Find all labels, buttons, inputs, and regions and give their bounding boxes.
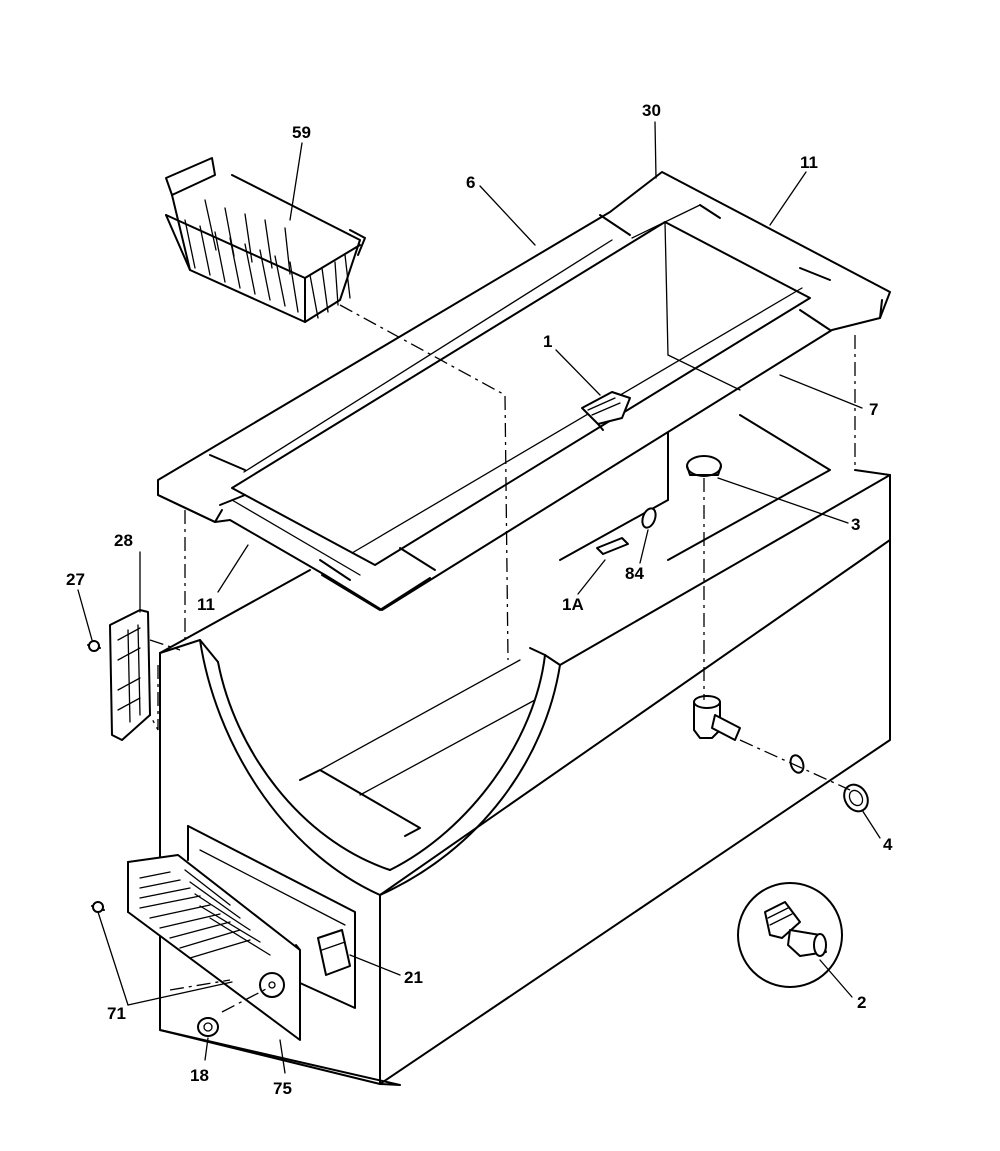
callout-7: 7 xyxy=(869,400,878,419)
callout-1: 1 xyxy=(543,332,552,351)
grille-screw xyxy=(91,901,105,913)
callout-11-top: 11 xyxy=(800,153,818,172)
kick-plate-grille xyxy=(127,854,301,1041)
callout-4: 4 xyxy=(883,835,893,854)
drain-plug xyxy=(686,455,722,477)
thermostat-control xyxy=(317,929,351,976)
control-knob xyxy=(197,1017,219,1037)
grille-opening xyxy=(187,825,356,1009)
callout-6: 6 xyxy=(466,173,475,192)
callout-27: 27 xyxy=(66,570,85,589)
callout-84: 84 xyxy=(625,564,644,583)
drain-washer xyxy=(789,754,805,774)
drain-fitting-detail xyxy=(737,882,843,988)
lock-latch-part xyxy=(581,391,631,431)
gasket-84-part xyxy=(641,507,657,529)
callout-11-bottom: 11 xyxy=(197,595,215,614)
strike-part xyxy=(596,537,629,555)
callout-1A: 1A xyxy=(562,595,584,614)
lid-hinge xyxy=(109,609,151,741)
callout-labels: 30 59 6 11 1 7 3 28 27 11 1A 84 4 21 2 7… xyxy=(66,101,893,1098)
callout-71: 71 xyxy=(107,1004,126,1023)
alignment-dash-lines xyxy=(149,304,856,1040)
callout-21: 21 xyxy=(404,968,423,987)
callout-75: 75 xyxy=(273,1079,292,1098)
callout-18: 18 xyxy=(190,1066,209,1085)
wire-basket xyxy=(165,157,366,323)
leader-lines xyxy=(77,121,881,1074)
callout-28: 28 xyxy=(114,531,133,550)
lid-frame xyxy=(157,171,891,611)
drain-dash-line-2 xyxy=(739,739,851,791)
callout-59: 59 xyxy=(292,123,311,142)
drain-cap xyxy=(843,783,869,813)
drain-tube xyxy=(693,695,741,741)
callout-30: 30 xyxy=(642,101,661,120)
callout-2: 2 xyxy=(857,993,866,1012)
cabinet-body xyxy=(159,414,891,1086)
callout-3: 3 xyxy=(851,515,860,534)
hinge-screw xyxy=(87,640,101,652)
